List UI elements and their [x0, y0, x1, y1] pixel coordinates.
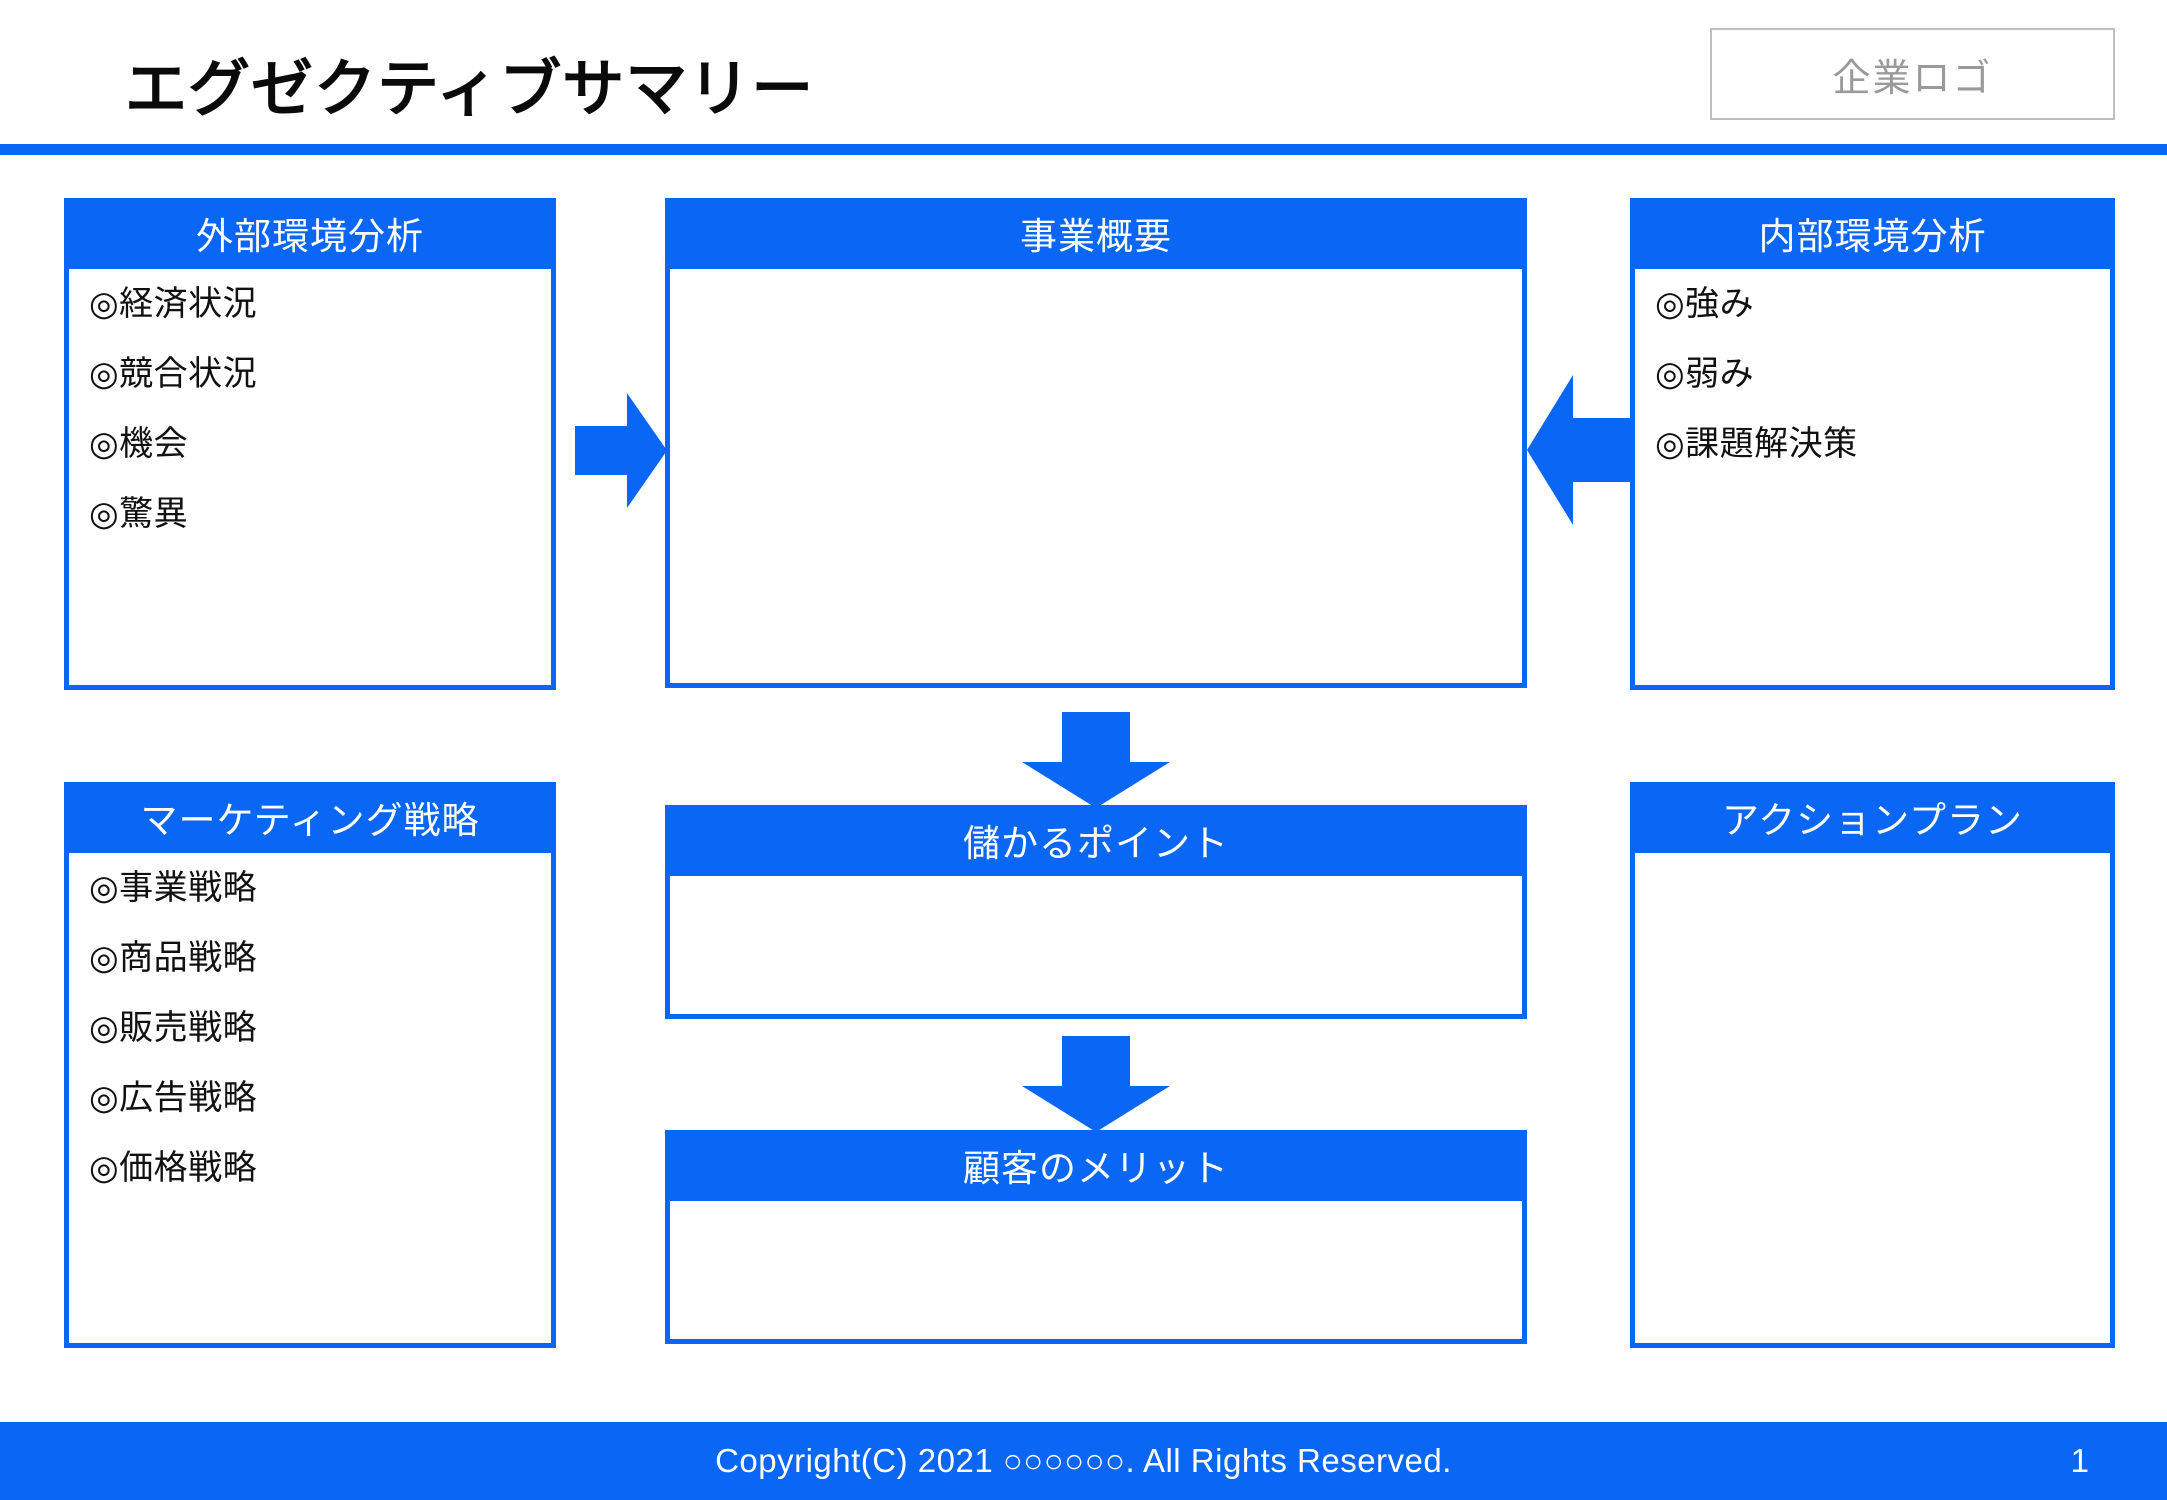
list-item-label: 広告戦略 — [119, 1079, 258, 1117]
panel-profit-points: 儲かるポイント — [665, 805, 1527, 1019]
bullet-mark-icon: ◎ — [89, 1149, 120, 1187]
list-item-label: 機会 — [119, 425, 189, 463]
panel-action-plan-body — [1635, 853, 2110, 871]
page-title: エグゼクティブサマリー — [125, 55, 815, 124]
panel-external-environment-title: 外部環境分析 — [69, 203, 551, 269]
panel-internal-environment: 内部環境分析 ◎強み ◎弱み ◎課題解決策 — [1630, 198, 2115, 690]
list-item-label: 経済状況 — [119, 285, 258, 323]
bullet-mark-icon: ◎ — [89, 939, 120, 977]
list-item: ◎機会 — [89, 427, 551, 461]
panel-external-environment-body: ◎経済状況 ◎競合状況 ◎機会 ◎驚異 — [69, 269, 551, 531]
bullet-mark-icon: ◎ — [89, 285, 120, 323]
footer-bar: Copyright(C) 2021 ○○○○○○. All Rights Res… — [0, 1422, 2167, 1500]
list-item-label: 事業戦略 — [119, 869, 258, 907]
list-item: ◎広告戦略 — [89, 1081, 551, 1115]
footer-page-number: 1 — [2070, 1442, 2089, 1479]
list-item-label: 驚異 — [119, 495, 189, 533]
panel-customer-benefit-title: 顧客のメリット — [670, 1135, 1522, 1201]
panel-marketing-strategy-title: マーケティング戦略 — [69, 787, 551, 853]
panel-external-environment: 外部環境分析 ◎経済状況 ◎競合状況 ◎機会 ◎驚異 — [64, 198, 556, 690]
bullet-mark-icon: ◎ — [1655, 425, 1686, 463]
panel-marketing-strategy-body: ◎事業戦略 ◎商品戦略 ◎販売戦略 ◎広告戦略 ◎価格戦略 — [69, 853, 551, 1185]
list-item: ◎強み — [1655, 287, 2110, 321]
bullet-mark-icon: ◎ — [89, 495, 120, 533]
bullet-mark-icon: ◎ — [89, 1079, 120, 1117]
list-item: ◎課題解決策 — [1655, 427, 2110, 461]
panel-business-overview-body — [670, 269, 1522, 287]
panel-profit-points-body — [670, 876, 1522, 894]
list-item: ◎商品戦略 — [89, 941, 551, 975]
list-item: ◎弱み — [1655, 357, 2110, 391]
bullet-mark-icon: ◎ — [1655, 355, 1686, 393]
panel-action-plan: アクションプラン — [1630, 782, 2115, 1348]
footer-copyright: Copyright(C) 2021 ○○○○○○. All Rights Res… — [715, 1442, 1452, 1479]
bullet-mark-icon: ◎ — [89, 355, 120, 393]
panel-customer-benefit-body — [670, 1201, 1522, 1219]
panel-business-overview-title: 事業概要 — [670, 203, 1522, 269]
panel-business-overview: 事業概要 — [665, 198, 1527, 688]
panel-customer-benefit: 顧客のメリット — [665, 1130, 1527, 1344]
bullet-mark-icon: ◎ — [89, 425, 120, 463]
arrow-down-icon — [1022, 712, 1170, 808]
arrow-right-icon — [575, 393, 667, 508]
bullet-mark-icon: ◎ — [1655, 285, 1686, 323]
bullet-mark-icon: ◎ — [89, 1009, 120, 1047]
company-logo-label: 企業ロゴ — [1832, 57, 1993, 100]
panel-internal-environment-body: ◎強み ◎弱み ◎課題解決策 — [1635, 269, 2110, 461]
list-item-label: 販売戦略 — [119, 1009, 258, 1047]
arrow-left-icon — [1527, 375, 1635, 525]
list-item: ◎経済状況 — [89, 287, 551, 321]
list-item-label: 強み — [1685, 285, 1755, 323]
arrow-down-icon — [1022, 1036, 1170, 1132]
list-item-label: 弱み — [1685, 355, 1755, 393]
list-item-label: 価格戦略 — [119, 1149, 258, 1187]
list-item-label: 競合状況 — [119, 355, 258, 393]
list-item: ◎驚異 — [89, 497, 551, 531]
list-item-label: 商品戦略 — [119, 939, 258, 977]
company-logo-placeholder: 企業ロゴ — [1710, 28, 2115, 120]
list-item: ◎事業戦略 — [89, 871, 551, 905]
panel-marketing-strategy: マーケティング戦略 ◎事業戦略 ◎商品戦略 ◎販売戦略 ◎広告戦略 ◎価格戦略 — [64, 782, 556, 1348]
panel-profit-points-title: 儲かるポイント — [670, 810, 1522, 876]
panel-internal-environment-title: 内部環境分析 — [1635, 203, 2110, 269]
panel-action-plan-title: アクションプラン — [1635, 787, 2110, 853]
header-divider-rule — [0, 144, 2167, 155]
bullet-mark-icon: ◎ — [89, 869, 120, 907]
list-item: ◎競合状況 — [89, 357, 551, 391]
list-item: ◎販売戦略 — [89, 1011, 551, 1045]
list-item-label: 課題解決策 — [1685, 425, 1858, 463]
list-item: ◎価格戦略 — [89, 1151, 551, 1185]
